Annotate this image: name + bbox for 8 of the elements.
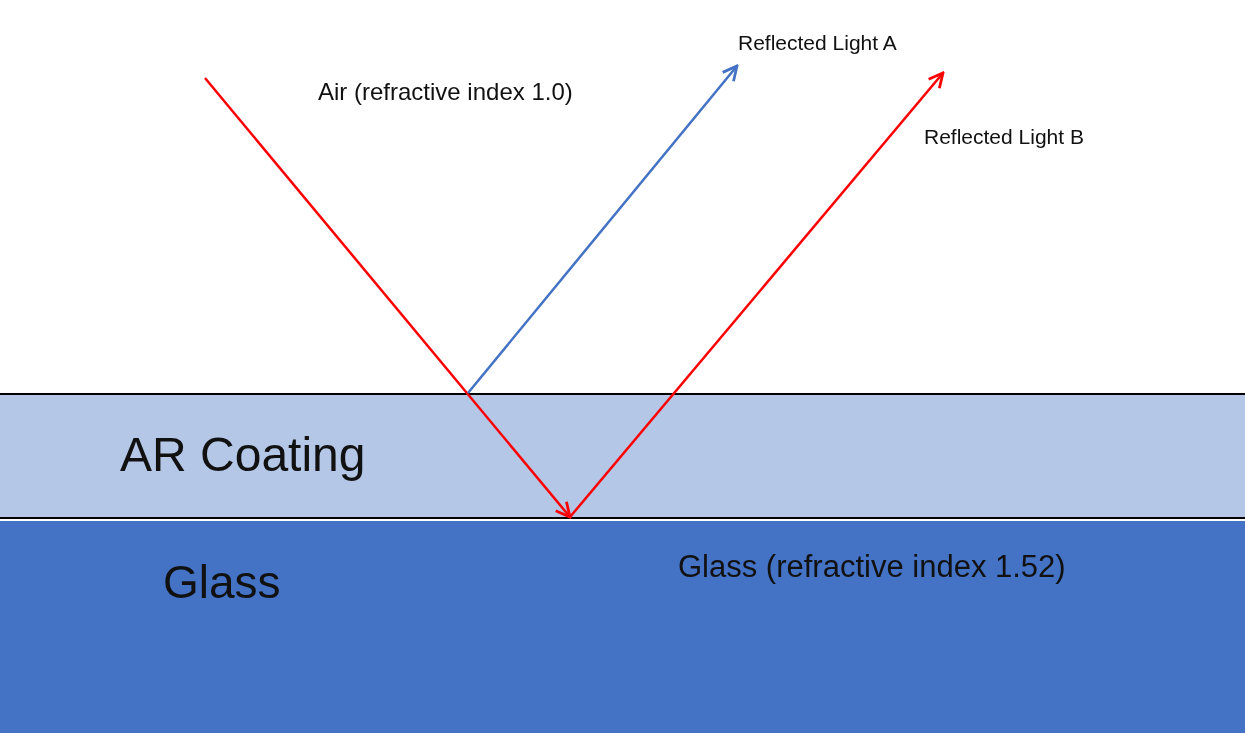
- layer-label: AR Coating: [120, 427, 366, 483]
- ray-label: Reflected Light B: [924, 125, 1084, 150]
- layer-label: Glass: [163, 556, 281, 609]
- coating-layer: [0, 393, 1245, 519]
- ray-label: Reflected Light A: [738, 31, 897, 56]
- medium-label: Air (refractive index 1.0): [318, 78, 573, 106]
- glass-layer: [0, 521, 1245, 733]
- refractive-index-label: Glass (refractive index 1.52): [678, 549, 1066, 585]
